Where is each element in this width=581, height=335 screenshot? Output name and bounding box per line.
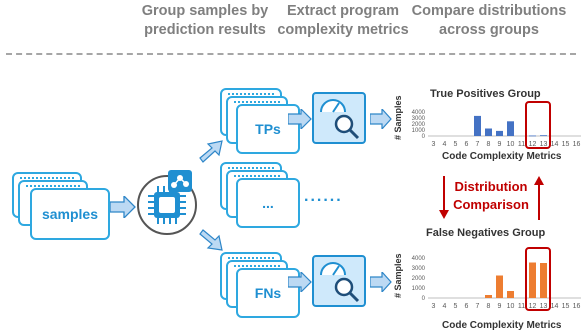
tp-xtick-6: 6 (465, 141, 469, 148)
tp-xtick-7: 7 (476, 141, 480, 148)
fn-xtick-8: 8 (487, 303, 491, 310)
tp-xtick-5: 5 (454, 141, 458, 148)
tp-ytick-4: 4000 (412, 110, 426, 116)
fn-xtick-7: 7 (476, 303, 480, 310)
arrow-right-icon (288, 109, 312, 129)
fn-xtick-14: 14 (551, 303, 559, 310)
fn-bar-10 (507, 291, 514, 298)
tp-xtick-10: 10 (507, 141, 515, 148)
tp-highlight-box (525, 101, 551, 149)
samples-label: samples (41, 206, 99, 222)
tps-label: TPs (255, 121, 281, 137)
arrow-up-icon (534, 176, 544, 220)
fn-bar-9 (496, 275, 503, 298)
fn-xtick-6: 6 (465, 303, 469, 310)
tp-xtick-14: 14 (551, 141, 559, 148)
ellipsis-text: ...... (304, 188, 343, 205)
header-step1: Group samples by prediction results (120, 2, 290, 40)
comparison-line1: Distribution (454, 179, 528, 194)
fn-xtick-3: 3 (432, 303, 436, 310)
arrow-down-icon (439, 176, 449, 219)
tp-bar-13 (540, 135, 547, 137)
tp-xtick-9: 9 (498, 141, 502, 148)
metrics-tool-top (312, 92, 366, 144)
tp-chart-xlabel: Code Complexity Metrics (442, 151, 562, 162)
gauge-magnifier-icon (320, 262, 360, 303)
middle-label: ... (262, 195, 274, 211)
tp-ytick-1: 1000 (412, 128, 426, 134)
fn-bar-12 (529, 262, 536, 298)
arrow-up-right-icon (199, 140, 223, 163)
header-step2: Extract program complexity metrics (268, 2, 418, 40)
gauge-magnifier-icon (320, 99, 360, 140)
distribution-comparison-label: Distribution Comparison (450, 178, 532, 214)
tp-xtick-8: 8 (487, 141, 491, 148)
arrow-right-icon (370, 109, 392, 129)
fn-chart-xlabel: Code Complexity Metrics (442, 320, 562, 331)
header-step3-line2: across groups (439, 22, 539, 38)
fn-xtick-16: 16 (573, 303, 581, 310)
header-step1-line1: Group samples by (141, 3, 269, 19)
tp-bar-9 (496, 130, 503, 136)
header-step1-line2: prediction results (144, 22, 266, 38)
fn-xtick-4: 4 (443, 303, 447, 310)
metrics-tool-bottom (312, 255, 366, 307)
arrow-right-icon (370, 272, 392, 292)
header-step2-line1: Extract program (286, 3, 399, 19)
tp-chart-title: True Positives Group (430, 88, 541, 100)
fn-ytick-4: 4000 (412, 256, 426, 262)
fns-label: FNs (254, 285, 282, 301)
tp-xtick-16: 16 (573, 141, 581, 148)
tp-xtick-4: 4 (443, 141, 447, 148)
fn-xtick-15: 15 (562, 303, 570, 310)
fn-xtick-5: 5 (454, 303, 458, 310)
tp-bar-8 (485, 128, 492, 136)
fn-xtick-11: 11 (518, 303, 525, 310)
fn-chart-title: False Negatives Group (426, 227, 546, 239)
tp-bar-7 (474, 115, 481, 136)
arrow-right-icon (110, 196, 136, 218)
fn-xtick-13: 13 (540, 303, 548, 310)
fn-ytick-3: 3000 (412, 266, 426, 272)
fn-xtick-12: 12 (529, 303, 537, 310)
tp-bar-12 (529, 135, 536, 137)
tp-xtick-12: 12 (529, 141, 537, 148)
fn-bar-13 (540, 263, 547, 298)
fn-ytick-1: 1000 (412, 286, 426, 292)
fn-xtick-9: 9 (498, 303, 502, 310)
fn-highlight-box (525, 247, 551, 311)
arrow-right-icon (288, 272, 312, 292)
tp-xtick-15: 15 (562, 141, 570, 148)
fn-ytick-0: 0 (422, 296, 426, 302)
tp-xtick-3: 3 (432, 141, 436, 148)
comparison-line2: Comparison (453, 197, 529, 212)
arrow-down-right-icon (199, 229, 223, 251)
fn-bar-8 (485, 295, 492, 298)
tp-xtick-13: 13 (540, 141, 548, 148)
header-divider (6, 53, 576, 55)
tp-bar-10 (507, 121, 514, 136)
header-step2-line2: complexity metrics (277, 22, 409, 38)
tp-ytick-3: 3000 (412, 116, 426, 122)
fn-xtick-10: 10 (507, 303, 515, 310)
header-step3-line1: Compare distributions (411, 3, 567, 19)
fn-ytick-2: 2000 (412, 276, 426, 282)
tp-xtick-11: 11 (518, 141, 525, 148)
tp-ytick-2: 2000 (412, 122, 426, 128)
network-icon (168, 170, 192, 192)
header-step3: Compare distributions across groups (400, 2, 578, 40)
tp-ytick-0: 0 (422, 134, 426, 140)
